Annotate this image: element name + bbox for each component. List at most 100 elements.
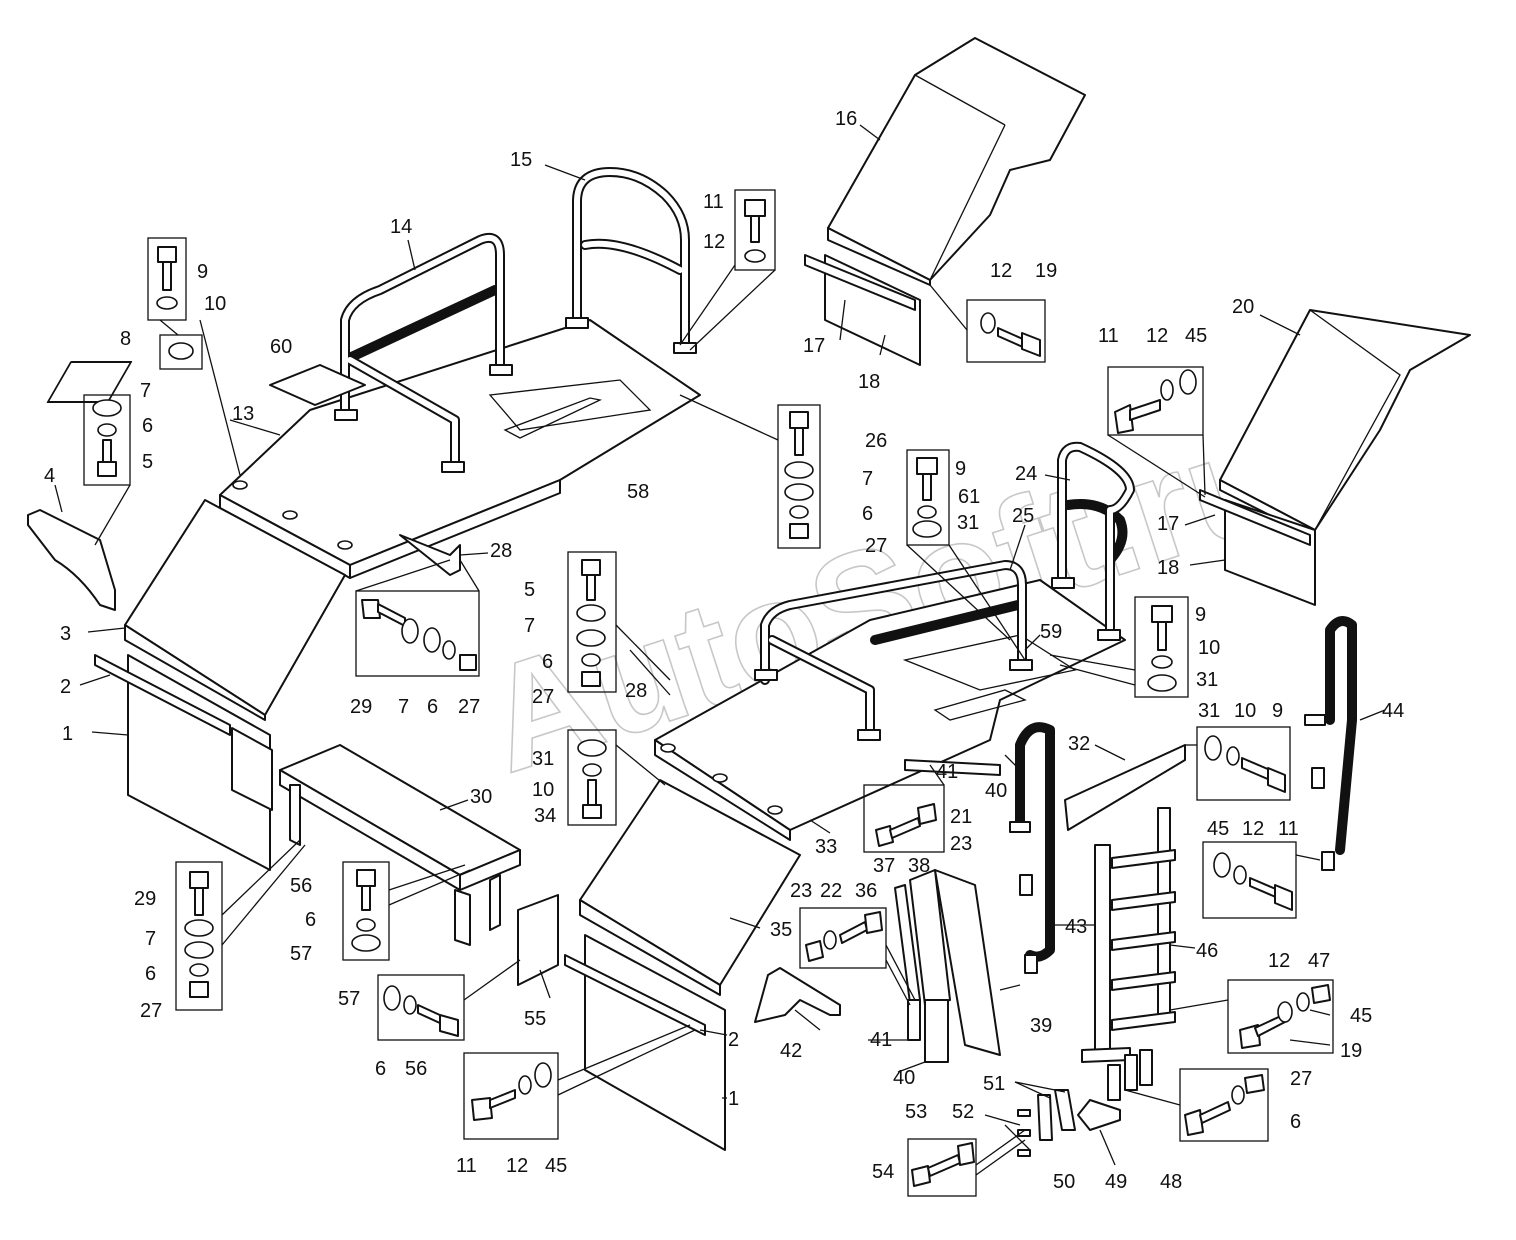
- cover-16: [827, 37, 1086, 286]
- callout-60: 60: [270, 336, 292, 358]
- callout-20: 20: [1232, 296, 1254, 318]
- callout-2-left: 2: [60, 676, 71, 698]
- callout-61: 61: [958, 486, 980, 508]
- callout-57-a: 57: [290, 943, 312, 965]
- callout-45-d: 45: [545, 1155, 567, 1177]
- callout-3: 3: [60, 623, 71, 645]
- callout-48: 48: [1160, 1171, 1182, 1193]
- callout-7-left: 7: [140, 380, 151, 402]
- callout-31-c: 31: [1196, 669, 1218, 691]
- callout-9-c: 9: [1195, 604, 1206, 626]
- callout-12-top: 12: [703, 231, 725, 253]
- callout-28-a: 28: [490, 540, 512, 562]
- handrail-24: [1051, 441, 1135, 641]
- brackets-37-41: [894, 869, 1001, 1063]
- callout-34: 34: [534, 805, 556, 827]
- callout-23-a: 23: [950, 833, 972, 855]
- callout-37: 37: [873, 855, 895, 877]
- handrail-44: [1304, 616, 1357, 871]
- fasteners: [92, 199, 1331, 1187]
- callout-52: 52: [952, 1101, 974, 1123]
- panel-18: [804, 254, 921, 366]
- callout-12-b: 12: [990, 260, 1012, 282]
- leader-lines: [54, 124, 1386, 1176]
- callout-27-d: 27: [1290, 1068, 1312, 1090]
- plate-55: [517, 894, 559, 986]
- callout-8: 8: [120, 328, 131, 350]
- callout-36: 36: [855, 880, 877, 902]
- callout-35: 35: [770, 919, 792, 941]
- platform-right-33: [654, 579, 1126, 841]
- seat-30: [279, 744, 521, 946]
- callout-40-b: 40: [893, 1067, 915, 1089]
- plate-60: [269, 364, 366, 406]
- callout-31-a: 31: [957, 512, 979, 534]
- callout-6-left: 6: [142, 415, 153, 437]
- handrail-14: [334, 232, 513, 473]
- callout-1-left: 1: [62, 723, 73, 745]
- callout-4: 4: [44, 465, 55, 487]
- bracket-28a: [399, 534, 461, 576]
- callout-50: 50: [1053, 1171, 1075, 1193]
- callout-11-d: 11: [456, 1155, 477, 1177]
- callout-28-b: 28: [625, 680, 647, 702]
- hood-35: [579, 779, 801, 996]
- callout-41-a: 41: [936, 761, 958, 783]
- callout-6-e: 6: [1290, 1111, 1301, 1133]
- callout-19-top: 19: [1035, 260, 1057, 282]
- callout-14: 14: [390, 216, 412, 238]
- callout-42: 42: [780, 1040, 802, 1062]
- callout-27-e: 27: [140, 1000, 162, 1022]
- callout-44: 44: [1382, 700, 1404, 722]
- callout-10-left: 10: [204, 293, 226, 315]
- callout-10-c: 10: [1198, 637, 1220, 659]
- callout-11-b: 11: [1098, 325, 1119, 347]
- hardware-boxes: [83, 189, 1334, 1197]
- callout-7-d: 7: [862, 468, 873, 490]
- callout-55: 55: [524, 1008, 546, 1030]
- callout-33: 33: [815, 836, 837, 858]
- bar-32: [1064, 744, 1186, 831]
- callout-39: 39: [1030, 1015, 1052, 1037]
- callout-24: 24: [1015, 463, 1037, 485]
- bracket-4: [27, 509, 116, 611]
- callout-17-top: 17: [803, 335, 825, 357]
- callout-2-b: 2: [728, 1029, 739, 1051]
- handrail-25: [754, 560, 1033, 741]
- callout-6-b: 6: [427, 696, 438, 718]
- ladder-46: [1081, 807, 1176, 1063]
- callout-10-d: 10: [1234, 700, 1256, 722]
- callout-labels: 1 2 3 4 5 6 7 8 9 10 11 12 13 14 15 16 1…: [44, 108, 1404, 1193]
- callout-31-b: 31: [532, 748, 554, 770]
- callout-45-a: 45: [1185, 325, 1207, 347]
- callout-41-b: 41: [870, 1029, 892, 1051]
- callout-47: 47: [1308, 950, 1330, 972]
- callout-16: 16: [835, 108, 857, 130]
- callout-1-b: 1: [728, 1088, 739, 1110]
- callout-45-c: 45: [1350, 1005, 1372, 1027]
- callout-9-left: 9: [197, 261, 208, 283]
- platform-left-13: [46, 319, 701, 579]
- hood-left-3: [124, 499, 346, 721]
- callout-29-b: 29: [134, 888, 156, 910]
- callout-7-c: 7: [524, 615, 535, 637]
- callout-12-c: 12: [1146, 325, 1168, 347]
- callout-18-top: 18: [858, 371, 880, 393]
- callout-6-g: 6: [305, 909, 316, 931]
- callout-12-e: 12: [1268, 950, 1290, 972]
- callout-12-d: 12: [1242, 818, 1264, 840]
- callout-6-f: 6: [145, 963, 156, 985]
- callout-45-b: 45: [1207, 818, 1229, 840]
- callout-12-f: 12: [506, 1155, 528, 1177]
- callout-22: 22: [820, 880, 842, 902]
- callout-56-b: 56: [405, 1058, 427, 1080]
- callout-6-h: 6: [375, 1058, 386, 1080]
- callout-54: 54: [872, 1161, 894, 1183]
- callout-27-b: 27: [458, 696, 480, 718]
- callout-40-a: 40: [985, 780, 1007, 802]
- callout-30: 30: [470, 786, 492, 808]
- callout-46: 46: [1196, 940, 1218, 962]
- callout-21: 21: [950, 806, 972, 828]
- callout-18-b: 18: [1157, 557, 1179, 579]
